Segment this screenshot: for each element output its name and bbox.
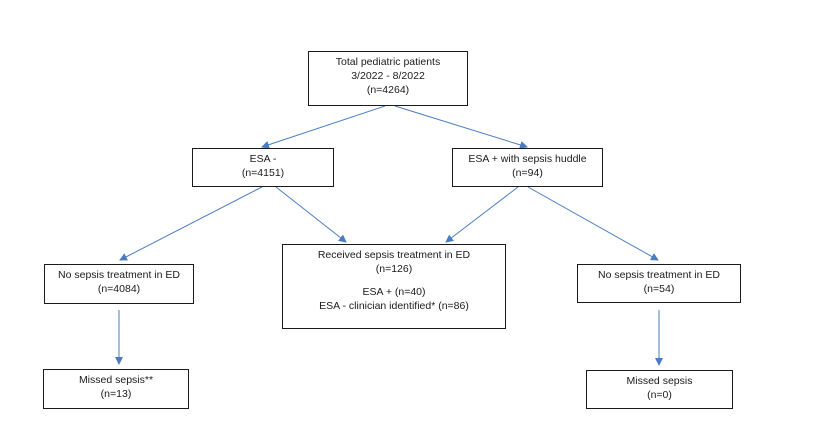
box-no-treatment-left: No sepsis treatment in ED (n=4084) xyxy=(44,264,194,304)
received-gap xyxy=(283,276,505,285)
received-title: Received sepsis treatment in ED xyxy=(317,249,471,261)
total-date-range: 3/2022 - 8/2022 xyxy=(351,70,425,82)
missed-right-title: Missed sepsis xyxy=(626,375,693,387)
missed-left-title: Missed sepsis** xyxy=(78,374,154,386)
arrow-esa-pos-to-received xyxy=(445,186,519,243)
missed-left-count: (n=13) xyxy=(100,388,132,400)
received-esa-neg-clinician: ESA - clinician identified* (n=86) xyxy=(319,300,469,312)
no-tx-left-title: No sepsis treatment in ED xyxy=(58,269,180,281)
received-esa-pos: ESA + (n=40) xyxy=(362,286,426,298)
arrow-total-to-esa-neg xyxy=(261,105,386,149)
received-count: (n=126) xyxy=(375,263,413,275)
box-missed-sepsis-right: Missed sepsis (n=0) xyxy=(586,370,733,409)
missed-right-count: (n=0) xyxy=(647,389,672,401)
box-esa-negative: ESA - (n=4151) xyxy=(192,148,334,187)
esa-pos-count: (n=94) xyxy=(512,167,543,179)
arrow-esa-pos-to-no-tx-right xyxy=(527,186,659,261)
box-no-treatment-right: No sepsis treatment in ED (n=54) xyxy=(577,264,741,303)
box-esa-positive: ESA + with sepsis huddle (n=94) xyxy=(452,148,603,187)
box-received-treatment: Received sepsis treatment in ED (n=126) … xyxy=(282,244,506,329)
no-tx-left-count: (n=4084) xyxy=(97,283,141,295)
total-title: Total pediatric patients xyxy=(335,56,441,68)
arrow-esa-neg-to-received xyxy=(275,186,347,243)
total-count: (n=4264) xyxy=(366,84,410,96)
esa-neg-count: (n=4151) xyxy=(241,167,285,179)
box-missed-sepsis-left: Missed sepsis** (n=13) xyxy=(43,369,189,409)
arrow-total-to-esa-pos xyxy=(394,105,528,149)
esa-pos-title: ESA + with sepsis huddle xyxy=(468,153,587,165)
box-total-patients: Total pediatric patients 3/2022 - 8/2022… xyxy=(308,51,468,106)
no-tx-right-title: No sepsis treatment in ED xyxy=(598,269,720,281)
arrow-esa-neg-to-no-tx-left xyxy=(119,186,263,261)
esa-neg-title: ESA - xyxy=(249,153,277,165)
no-tx-right-count: (n=54) xyxy=(643,283,675,295)
